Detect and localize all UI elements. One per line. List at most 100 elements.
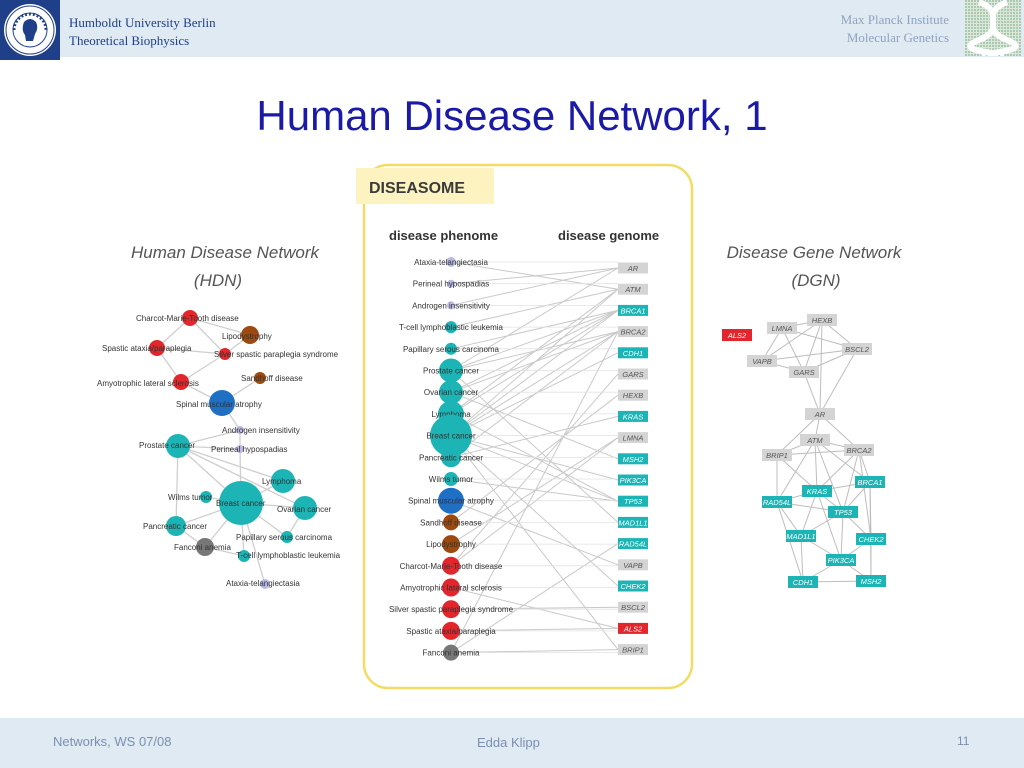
hdn-link <box>156 347 226 355</box>
phenome-node <box>442 556 460 575</box>
gene-box <box>618 580 648 592</box>
hdn-node <box>200 491 212 503</box>
gene-box <box>618 368 648 380</box>
gene-box <box>618 474 648 486</box>
bipartite-link <box>450 309 619 350</box>
hdn-title-line1: Human Disease Network <box>131 243 321 262</box>
hdn-node <box>236 445 244 453</box>
gene-label: BSCL2 <box>621 603 646 612</box>
bipartite-link <box>450 309 619 437</box>
hdn-node <box>209 390 235 416</box>
bipartite-link <box>450 331 619 653</box>
phenome-label: Lymphoma <box>431 410 471 419</box>
hdn-node <box>182 310 198 326</box>
hdn-link <box>180 353 226 383</box>
phenome-node <box>442 535 460 554</box>
bipartite-link <box>450 288 619 436</box>
hdn-label: Spinal muscular atrophy <box>176 400 262 409</box>
gene-box <box>618 453 648 465</box>
gene-label: VAPB <box>623 561 643 570</box>
bipartite-link <box>450 500 619 566</box>
dgn-node <box>828 506 858 518</box>
phenome-node <box>444 472 458 486</box>
gene-label: KRAS <box>623 412 643 421</box>
hdn-label: Breast cancer <box>216 499 266 508</box>
hdn-link <box>177 445 284 482</box>
slide-footer: Networks, WS 07/08 Edda Klipp 11 <box>0 718 1024 768</box>
gene-label: MSH2 <box>623 455 645 464</box>
phenome-node <box>442 621 460 640</box>
gene-box <box>618 410 648 422</box>
dgn-node <box>805 408 835 420</box>
phenome-label: Breast cancer <box>426 432 476 441</box>
gene-box <box>618 622 648 634</box>
dna-helix-icon <box>965 0 1021 59</box>
bipartite-link <box>450 394 619 523</box>
dgn-label: BRCA2 <box>846 446 872 455</box>
phenome-label: Amyotrophic lateral sclerosis <box>400 584 502 593</box>
phenome-label: Papillary serous carcinoma <box>403 345 500 354</box>
hdn-label: Amyotrophic lateral sclerosis <box>97 379 199 388</box>
dgn-link <box>819 319 823 415</box>
hdn-link <box>177 445 306 509</box>
dgn-label: PIK3CA <box>828 556 855 565</box>
phenome-label: Ovarian cancer <box>424 388 479 397</box>
gene-box <box>618 304 648 316</box>
gene-label: BRCA2 <box>620 328 646 337</box>
phenome-label: Sandhoff disease <box>420 518 482 527</box>
dgn-label: GARS <box>793 368 814 377</box>
bipartite-link <box>450 478 619 502</box>
dgn-node <box>762 496 792 508</box>
phenome-node <box>439 358 463 383</box>
hdn-node <box>196 538 214 556</box>
dgn-link <box>781 327 805 373</box>
institute-line2: Molecular Genetics <box>846 30 949 45</box>
dgn-link <box>800 490 818 537</box>
hdn-nodes: Charcot-Marie-Tooth diseaseLipodystrophy… <box>97 310 341 589</box>
diseasome-label: DISEASOME <box>369 180 465 197</box>
gene-label: LMNA <box>623 434 644 443</box>
hdn-label: T-cell lymphoblastic leukemia <box>236 551 341 560</box>
author-label: Edda Klipp <box>477 735 540 750</box>
hdn-label: Prostate cancer <box>139 441 195 450</box>
dgn-link <box>869 481 872 582</box>
dgn-label: BRCA1 <box>857 478 882 487</box>
dgn-node <box>855 476 885 488</box>
phenome-label: Lipodystrophy <box>426 540 476 549</box>
dgn-label: VAPB <box>752 357 772 366</box>
phenome-node <box>442 600 460 619</box>
dgn-label: AR <box>814 410 826 419</box>
dgn-nodes: ALS2LMNAHEXBVAPBBSCL2GARSARATMBRIP1BRCA2… <box>722 314 886 588</box>
hdn-node <box>219 348 231 360</box>
phenome-label: Perineal hypospadias <box>413 280 490 289</box>
bipartite-link <box>450 649 619 654</box>
hdn-node <box>166 434 190 458</box>
dgn-label: RAD54L <box>763 498 791 507</box>
dgn-label: BSCL2 <box>845 345 870 354</box>
dgn-label: KRAS <box>807 487 827 496</box>
hdn-label: Fanconi anemia <box>174 543 231 552</box>
slide-title: Human Disease Network, 1 <box>256 92 768 139</box>
gene-label: HEXB <box>623 391 643 400</box>
bipartite-link <box>450 288 619 328</box>
gene-box <box>618 283 648 295</box>
university-name: Humboldt University Berlin Theoretical B… <box>69 14 216 50</box>
page-number: 11 <box>957 734 970 748</box>
hdn-link <box>189 317 226 355</box>
bipartite-link <box>450 543 619 654</box>
gene-box <box>618 559 648 571</box>
bipartite-link <box>450 267 619 285</box>
university-line2: Theoretical Biophysics <box>69 33 190 48</box>
hdn-label: Papillary serous carcinoma <box>236 533 333 542</box>
dgn-label: CHEK2 <box>858 535 884 544</box>
phenome-label: Pancreatic cancer <box>419 453 483 462</box>
dgn-label: MAD1L1 <box>786 532 815 541</box>
diseasome-diagram: DISEASOME disease phenome disease genome… <box>97 163 903 690</box>
dgn-node <box>762 449 792 461</box>
hdn-label: Sandhoff disease <box>241 374 303 383</box>
phenome-node <box>447 279 455 288</box>
dgn-label: HEXB <box>812 316 832 325</box>
gene-label: GARS <box>622 370 643 379</box>
phenome-label: Fanconi anemia <box>423 649 480 658</box>
phenome-label: Wilms tumor <box>429 475 474 484</box>
